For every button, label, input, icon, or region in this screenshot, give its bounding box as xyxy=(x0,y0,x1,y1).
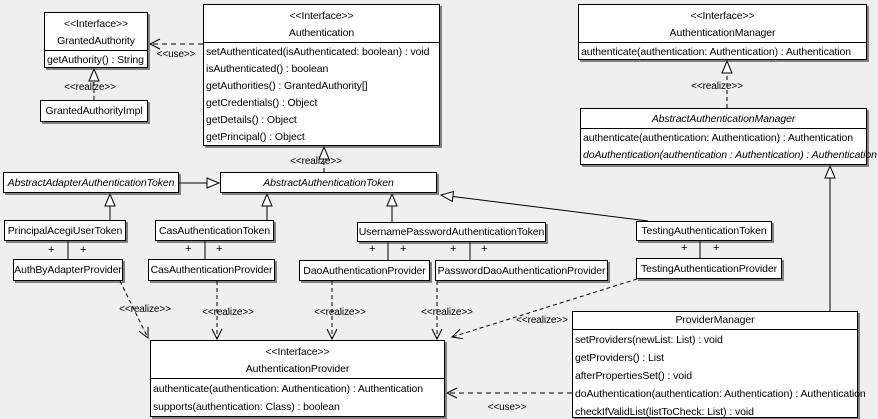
class-authentication[interactable]: <<Interface>> Authentication setAuthenti… xyxy=(203,4,440,146)
class-name: AbstractAuthenticationManager xyxy=(651,113,796,125)
multiplicity-label: + xyxy=(185,243,192,255)
class-principal-acegi-user-token[interactable]: PrincipalAcegiUserToken xyxy=(4,220,126,241)
class-testing-authentication-token[interactable]: TestingAuthenticationToken xyxy=(636,221,772,241)
class-name: AbstractAdapterAuthenticationToken xyxy=(7,176,175,189)
stereotype: <<Interface>> xyxy=(690,10,755,22)
method: afterPropertiesSet() : void xyxy=(575,370,692,382)
class-abstract-adapter-authentication-token[interactable]: AbstractAdapterAuthenticationToken xyxy=(3,172,179,193)
edge-label-realize: <<realize>> xyxy=(516,315,568,326)
stereotype: <<Interface>> xyxy=(289,10,354,22)
stereotype: <<Interface>> xyxy=(63,18,129,30)
edge-generalization-testing-token-to-abstract-token xyxy=(441,195,649,222)
multiplicity-label: + xyxy=(681,242,688,254)
class-testing-authentication-provider[interactable]: TestingAuthenticationProvider xyxy=(636,258,782,279)
method: setAuthenticated(isAuthenticated: boolea… xyxy=(206,46,430,58)
edge-label-realize: <<realize>> xyxy=(202,307,254,318)
class-name: AuthenticationProvider xyxy=(245,363,350,375)
multiplicity-label: + xyxy=(216,243,223,255)
class-name: UsernamePasswordAuthenticationToken xyxy=(358,226,545,238)
multiplicity-label: + xyxy=(400,243,407,255)
edge-realize-testing-provider xyxy=(452,278,638,337)
edge-label-realize: <<realize>> xyxy=(691,81,743,92)
class-name: PasswordDaoAuthenticationProvider xyxy=(437,264,606,277)
multiplicity-label: + xyxy=(481,243,488,255)
class-dao-authentication-provider[interactable]: DaoAuthenticationProvider xyxy=(299,260,430,281)
method: getAuthority() : String xyxy=(47,54,144,66)
multiplicity-label: + xyxy=(450,243,457,255)
method: getCredentials() : Object xyxy=(206,97,318,109)
method: setProviders(newList: List) : void xyxy=(575,334,723,346)
class-provider-manager[interactable]: ProviderManager setProviders(newList: Li… xyxy=(572,311,866,418)
class-username-password-authentication-token[interactable]: UsernamePasswordAuthenticationToken xyxy=(357,222,546,242)
method: getAuthorities() : GrantedAuthority[] xyxy=(206,80,368,92)
edge-label-realize: <<realize>> xyxy=(290,156,342,167)
class-name: GrantedAuthority xyxy=(57,35,135,47)
class-authentication-manager[interactable]: <<Interface>> AuthenticationManager auth… xyxy=(578,4,867,60)
class-name: DaoAuthenticationProvider xyxy=(303,264,426,277)
class-name: AuthenticationManager xyxy=(669,27,776,39)
method: doAuthentication(authentication: Authent… xyxy=(575,388,866,400)
class-name: CasAuthenticationProvider xyxy=(150,264,273,276)
class-name: ProviderManager xyxy=(675,314,755,326)
class-name: GrantedAuthorityImpl xyxy=(45,105,143,117)
method: getPrincipal() : Object xyxy=(206,131,305,143)
edge-label-use: <<use>> xyxy=(156,49,196,60)
class-name: CasAuthenticationToken xyxy=(158,224,271,237)
class-granted-authority-impl[interactable]: GrantedAuthorityImpl xyxy=(40,100,148,122)
method: getDetails() : Object xyxy=(206,114,297,126)
method: authenticate(authentication: Authenticat… xyxy=(153,383,424,395)
class-name: TestingAuthenticationToken xyxy=(641,225,767,237)
method: supports(authentication: Class) : boolea… xyxy=(153,401,340,413)
class-abstract-authentication-token[interactable]: AbstractAuthenticationToken xyxy=(220,172,437,193)
class-auth-by-adapter-provider[interactable]: AuthByAdapterProvider xyxy=(13,259,123,281)
stereotype: <<Interface>> xyxy=(265,346,330,358)
class-password-dao-authentication-provider[interactable]: PasswordDaoAuthenticationProvider xyxy=(435,260,608,281)
edge-realize-auth-by-adapter-provider xyxy=(119,280,148,338)
multiplicity-label: + xyxy=(369,243,376,255)
class-cas-authentication-token[interactable]: CasAuthenticationToken xyxy=(155,220,274,241)
method: isAuthenticated() : boolean xyxy=(206,63,329,75)
multiplicity-label: + xyxy=(713,242,720,254)
multiplicity-label: + xyxy=(80,244,87,256)
edge-label-realize: <<realize>> xyxy=(421,307,473,318)
method: authenticate(authentication: Authenticat… xyxy=(581,46,852,58)
class-name: AbstractAuthenticationToken xyxy=(263,176,394,189)
method: getProviders() : List xyxy=(575,352,664,364)
method: authenticate(authentication: Authenticat… xyxy=(583,132,854,144)
edge-label-realize: <<realize>> xyxy=(314,307,366,318)
multiplicity-label: + xyxy=(48,244,55,256)
class-name: TestingAuthenticationProvider xyxy=(640,262,777,275)
class-cas-authentication-provider[interactable]: CasAuthenticationProvider xyxy=(148,259,275,281)
class-name: AuthByAdapterProvider xyxy=(14,264,122,276)
class-granted-authority[interactable]: <<Interface>> GrantedAuthority getAuthor… xyxy=(44,12,148,68)
edge-label-use: <<use>> xyxy=(487,402,527,413)
class-name: PrincipalAcegiUserToken xyxy=(7,224,123,237)
method: doAuthentication(authentication : Authen… xyxy=(583,149,877,161)
class-authentication-provider[interactable]: <<Interface>> AuthenticationProvider aut… xyxy=(150,340,445,417)
edge-label-realize: <<realize>> xyxy=(64,82,116,93)
edge-label-realize: <<realize>> xyxy=(119,304,171,315)
class-abstract-authentication-manager[interactable]: AbstractAuthenticationManager authentica… xyxy=(580,108,877,165)
method: checkIfValidList(listToCheck: List) : vo… xyxy=(575,406,754,418)
class-name: Authentication xyxy=(288,27,355,39)
